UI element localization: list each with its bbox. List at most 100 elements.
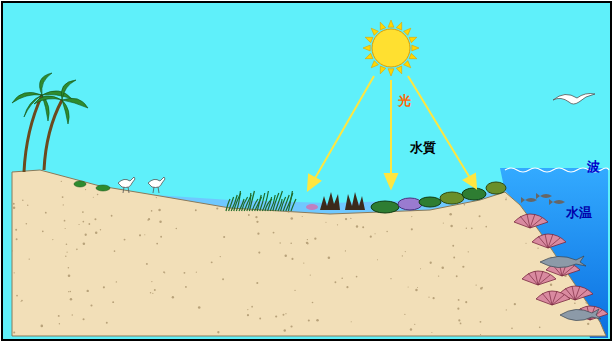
sand-texture xyxy=(88,223,90,225)
sand-texture xyxy=(598,243,599,244)
sand-texture xyxy=(576,170,578,172)
sun xyxy=(409,37,417,42)
label-text: 波 xyxy=(587,160,600,174)
reef-corals xyxy=(306,204,318,210)
sand-texture xyxy=(90,171,92,173)
sand-texture xyxy=(370,236,372,238)
sand-texture xyxy=(257,233,259,235)
sun xyxy=(380,22,385,30)
reef-corals xyxy=(486,182,506,194)
sand-texture xyxy=(565,174,567,176)
sand-texture xyxy=(139,234,141,236)
sand-texture xyxy=(402,182,404,184)
fish-school xyxy=(549,199,565,205)
sand-texture xyxy=(185,286,187,288)
sand-texture xyxy=(345,218,347,220)
sand-texture xyxy=(586,301,588,303)
sun xyxy=(380,66,385,74)
sand-texture xyxy=(256,221,258,223)
sand-texture xyxy=(68,267,70,269)
sand-texture xyxy=(539,327,541,329)
sand-texture xyxy=(506,197,507,198)
sun xyxy=(409,53,417,58)
sand-texture xyxy=(400,192,401,193)
sand-texture xyxy=(302,216,303,217)
sand-texture xyxy=(60,173,62,175)
sand-texture xyxy=(405,251,406,252)
sand-texture xyxy=(514,303,516,305)
sand-texture xyxy=(247,309,248,310)
sun xyxy=(363,20,419,76)
sand-texture xyxy=(65,228,66,229)
sun xyxy=(388,20,394,27)
sand-texture xyxy=(458,299,460,301)
sand-texture xyxy=(58,315,60,317)
sand-texture xyxy=(85,189,86,190)
sand-texture xyxy=(422,191,424,193)
sand-texture xyxy=(457,308,459,310)
sand-texture xyxy=(21,301,22,302)
reef-corals xyxy=(462,188,486,200)
sand-texture xyxy=(479,215,481,217)
sand-texture xyxy=(325,222,326,223)
fan-corals xyxy=(532,234,566,248)
palm-leaves xyxy=(12,73,88,124)
sand-texture xyxy=(52,239,53,240)
sand-texture xyxy=(72,314,73,315)
sand-texture xyxy=(461,185,463,187)
sand-texture xyxy=(198,306,201,309)
sand-texture xyxy=(42,230,44,232)
sand-texture xyxy=(362,226,364,228)
sand-texture xyxy=(284,329,286,331)
sand-texture xyxy=(78,224,79,225)
sand-texture xyxy=(70,291,71,292)
sand-texture xyxy=(64,220,66,222)
sand-texture xyxy=(453,257,455,259)
sand-texture xyxy=(211,261,213,263)
sand-texture xyxy=(511,328,513,330)
sand-texture xyxy=(154,289,156,291)
sand-texture xyxy=(531,205,532,206)
sand-texture xyxy=(220,202,222,204)
sand-texture xyxy=(76,249,78,251)
seagull xyxy=(553,94,595,105)
sand-texture xyxy=(450,225,452,227)
sand-texture xyxy=(420,268,421,269)
sand-texture xyxy=(574,302,576,304)
sand-texture xyxy=(192,174,194,176)
fish-school xyxy=(536,193,552,199)
shorebirds xyxy=(118,177,165,193)
sand-texture xyxy=(314,238,316,240)
sand-texture xyxy=(430,262,432,264)
sand-texture xyxy=(458,319,460,321)
sand-texture xyxy=(164,272,165,273)
sand-texture xyxy=(16,238,18,240)
sand-texture xyxy=(334,281,336,283)
sand-texture xyxy=(460,173,462,175)
fan-corals xyxy=(538,234,560,248)
shore-plants xyxy=(74,181,86,187)
sand-texture xyxy=(66,243,68,245)
sand-texture xyxy=(480,334,481,335)
sand-texture xyxy=(213,186,215,188)
sand-texture xyxy=(251,306,253,308)
sand-texture xyxy=(22,200,23,201)
sand-texture xyxy=(307,243,309,245)
sand-texture xyxy=(103,286,105,288)
sand-texture xyxy=(302,180,304,182)
sand-texture xyxy=(114,250,116,252)
sand-texture xyxy=(13,331,15,333)
sand-texture xyxy=(466,228,467,229)
sand-texture xyxy=(21,300,23,302)
sand-texture xyxy=(216,207,218,209)
sun xyxy=(396,66,401,74)
sand-texture xyxy=(124,239,126,241)
sand-texture xyxy=(217,331,219,333)
sand-texture xyxy=(15,229,17,231)
sand-texture xyxy=(208,174,209,175)
sand-texture xyxy=(587,323,589,325)
sand-texture xyxy=(283,314,285,316)
sand-texture xyxy=(290,325,292,327)
fan-corals xyxy=(514,214,548,228)
